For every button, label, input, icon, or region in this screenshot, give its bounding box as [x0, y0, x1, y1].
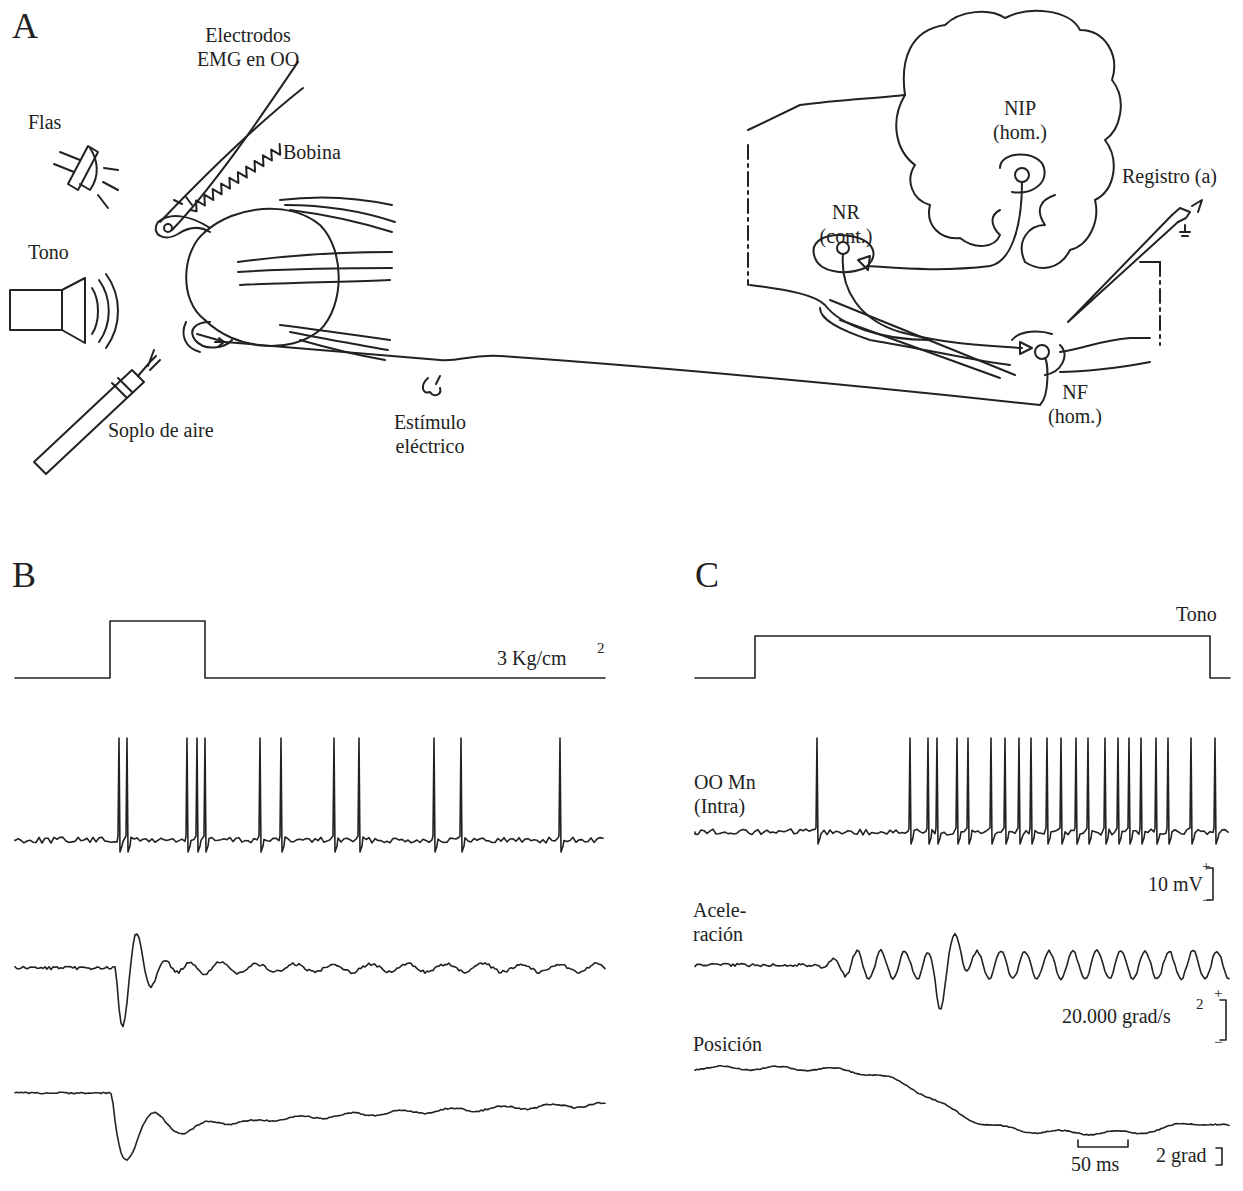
- cerebellum-outline: [896, 11, 1120, 268]
- drawing-stroke: [280, 198, 392, 205]
- air-puff-tube: [34, 350, 160, 474]
- drawing-stroke: [160, 88, 303, 222]
- drawing-stroke: [80, 148, 97, 190]
- figure-label: +: [1202, 858, 1210, 874]
- figure-label: −: [1202, 892, 1210, 908]
- drawing-stroke: [238, 252, 392, 262]
- figure-label: 10 mV: [1148, 872, 1203, 896]
- flash-lamp: [54, 146, 118, 208]
- figure-label: −: [1214, 1034, 1222, 1050]
- drawing-stroke: [1180, 200, 1202, 236]
- drawing-stroke: [138, 350, 160, 376]
- drawing-stroke: [98, 168, 118, 208]
- figure-label: Acele- ración: [693, 898, 757, 946]
- position-trace: [695, 1066, 1229, 1136]
- drawing-stroke: [1060, 338, 1150, 352]
- drawing-stroke: [748, 95, 905, 130]
- drawing-stroke: [1140, 261, 1160, 263]
- figure-label: Flas: [28, 110, 61, 134]
- position-trace: [15, 1092, 605, 1160]
- drawing-stroke: [1068, 215, 1178, 322]
- figure-label: Soplo de aire: [108, 418, 214, 442]
- figure-label: 3 Kg/cm: [497, 646, 566, 670]
- figure-label: 20.000 grad/s: [1062, 1004, 1171, 1028]
- recording-electrode: [1068, 200, 1202, 322]
- figure-label: Bobina: [283, 140, 341, 164]
- drawing-stroke: [186, 232, 205, 320]
- figure-label: Posición: [693, 1032, 762, 1056]
- figure-label: Electrodos EMG en OO: [187, 23, 309, 71]
- drawing-stroke: [1159, 262, 1161, 345]
- figure-label: +: [1214, 985, 1222, 1001]
- drawing-stroke: [1078, 1140, 1128, 1147]
- traces: [15, 621, 1230, 1160]
- figure-label: Tono: [28, 240, 69, 264]
- neurons: [814, 155, 1065, 376]
- figure-label: NIP (hom.): [982, 96, 1058, 144]
- membrane-potential-trace: [695, 738, 1228, 844]
- figure-label: Tono: [1176, 602, 1217, 626]
- drawing-stroke: [164, 224, 172, 232]
- figure-label: NF (hom.): [1037, 380, 1113, 428]
- acceleration-trace: [695, 934, 1229, 1009]
- figure-label: 2: [597, 640, 605, 656]
- drawing-stroke: [843, 254, 1022, 348]
- drawing-stroke: [54, 152, 80, 172]
- drawing-stroke: [68, 146, 98, 190]
- stimulation-wire: [215, 338, 1047, 405]
- panel-letter: A: [12, 6, 38, 46]
- drawing-stroke: [192, 322, 232, 348]
- drawing-stroke: [747, 145, 749, 285]
- figure-label: NR (cont.): [808, 200, 884, 248]
- panel-letter: B: [12, 555, 36, 595]
- drawing-stroke: [285, 205, 395, 222]
- eye-drawing: [156, 198, 395, 360]
- drawing-stroke: [106, 274, 118, 348]
- drawing-stroke: [92, 288, 98, 334]
- drawing-stroke: [99, 280, 109, 342]
- figure-label: 50 ms: [1071, 1152, 1119, 1176]
- acceleration-trace: [15, 934, 605, 1027]
- drawing-stroke: [238, 268, 392, 272]
- figure-label: OO Mn (Intra): [694, 770, 766, 818]
- drawing-stroke: [62, 278, 85, 343]
- drawing-stroke: [1020, 342, 1032, 354]
- drawing-stroke: [112, 378, 132, 397]
- figure-label: Registro (a): [1122, 164, 1217, 188]
- drawing-stroke: [1172, 208, 1190, 222]
- brainstem-outline: [748, 95, 1160, 378]
- speaker: [10, 274, 118, 348]
- air-puff-stimulus: [15, 621, 605, 678]
- panel-letter: C: [695, 555, 719, 595]
- drawing-stroke: [1012, 332, 1064, 375]
- tone-stimulus: [695, 636, 1230, 678]
- drawing-stroke: [205, 209, 339, 346]
- drawing-stroke: [197, 334, 225, 342]
- drawing-stroke: [10, 290, 62, 330]
- figure-label: 2: [1196, 996, 1204, 1012]
- drawing-stroke: [215, 338, 224, 346]
- emg-electrodes: [160, 62, 303, 230]
- membrane-potential-trace: [15, 738, 603, 852]
- drawing-stroke: [240, 280, 390, 285]
- search-coil: [190, 144, 280, 211]
- drawing-stroke: [290, 210, 392, 232]
- drawing-stroke: [423, 376, 440, 395]
- figure-label: 2 grad: [1156, 1143, 1207, 1167]
- figure-label: Estímulo eléctrico: [380, 410, 480, 458]
- drawing-stroke: [1035, 345, 1049, 359]
- drawing-stroke: [1216, 1148, 1222, 1165]
- drawing-stroke: [868, 182, 1022, 269]
- drawing-stroke: [184, 322, 200, 352]
- drawing-stroke: [172, 62, 298, 230]
- drawing-stroke: [174, 197, 192, 205]
- drawing-stroke: [840, 320, 1000, 378]
- drawing-stroke: [1015, 168, 1029, 182]
- drawing-stroke: [1060, 362, 1150, 372]
